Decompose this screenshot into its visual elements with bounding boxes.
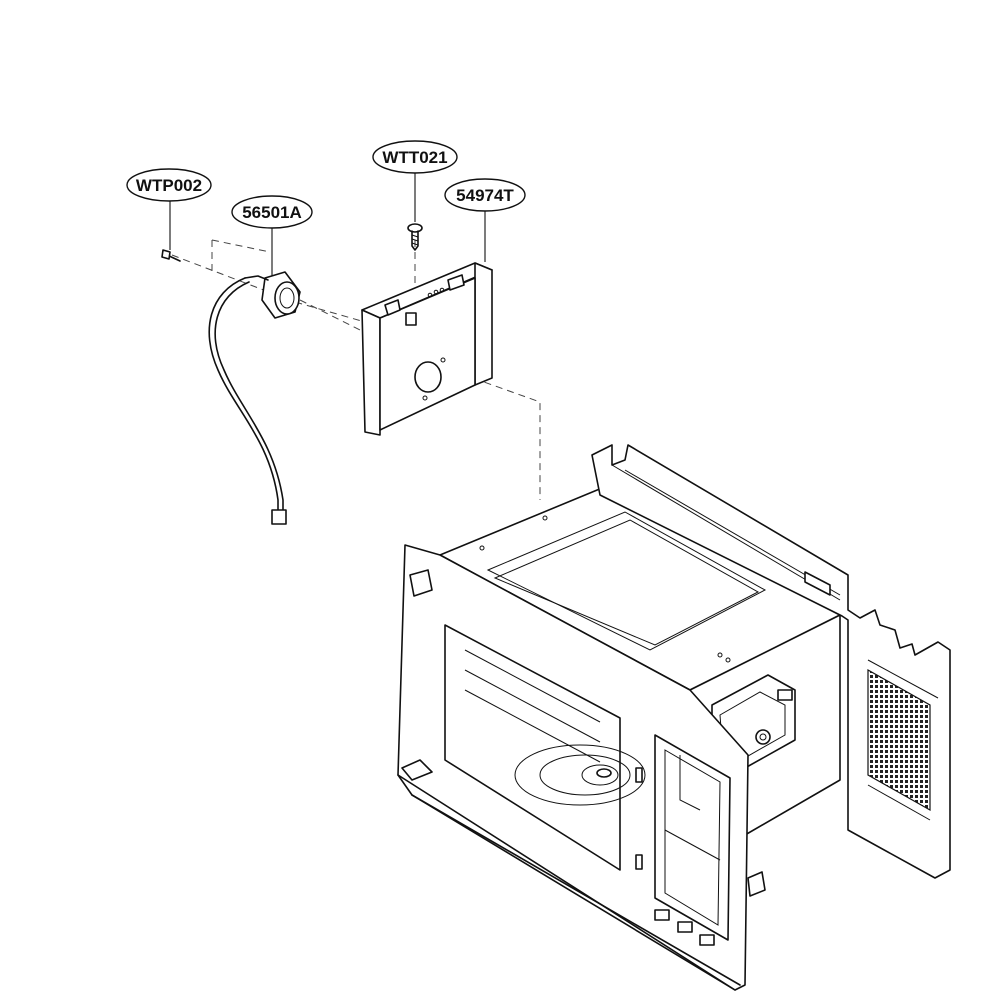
screw-wtp002-icon (161, 249, 181, 262)
lamp-bracket-54974t-icon (361, 262, 493, 436)
callout-label-54974t: 54974T (456, 186, 514, 205)
callout-56501a: 56501A (231, 195, 313, 280)
callout-wtp002: WTP002 (126, 168, 212, 250)
callout-54974t: 54974T (444, 178, 526, 262)
screw-wtt021-icon (407, 223, 423, 251)
lamp-socket-56501a-icon (208, 271, 301, 525)
callout-wtt021: WTT021 (372, 140, 458, 222)
callout-label-wtt021: WTT021 (382, 148, 447, 167)
callout-label-56501a: 56501A (242, 203, 302, 222)
oven-cavity-icon (397, 444, 951, 991)
callout-label-wtp002: WTP002 (136, 176, 202, 195)
